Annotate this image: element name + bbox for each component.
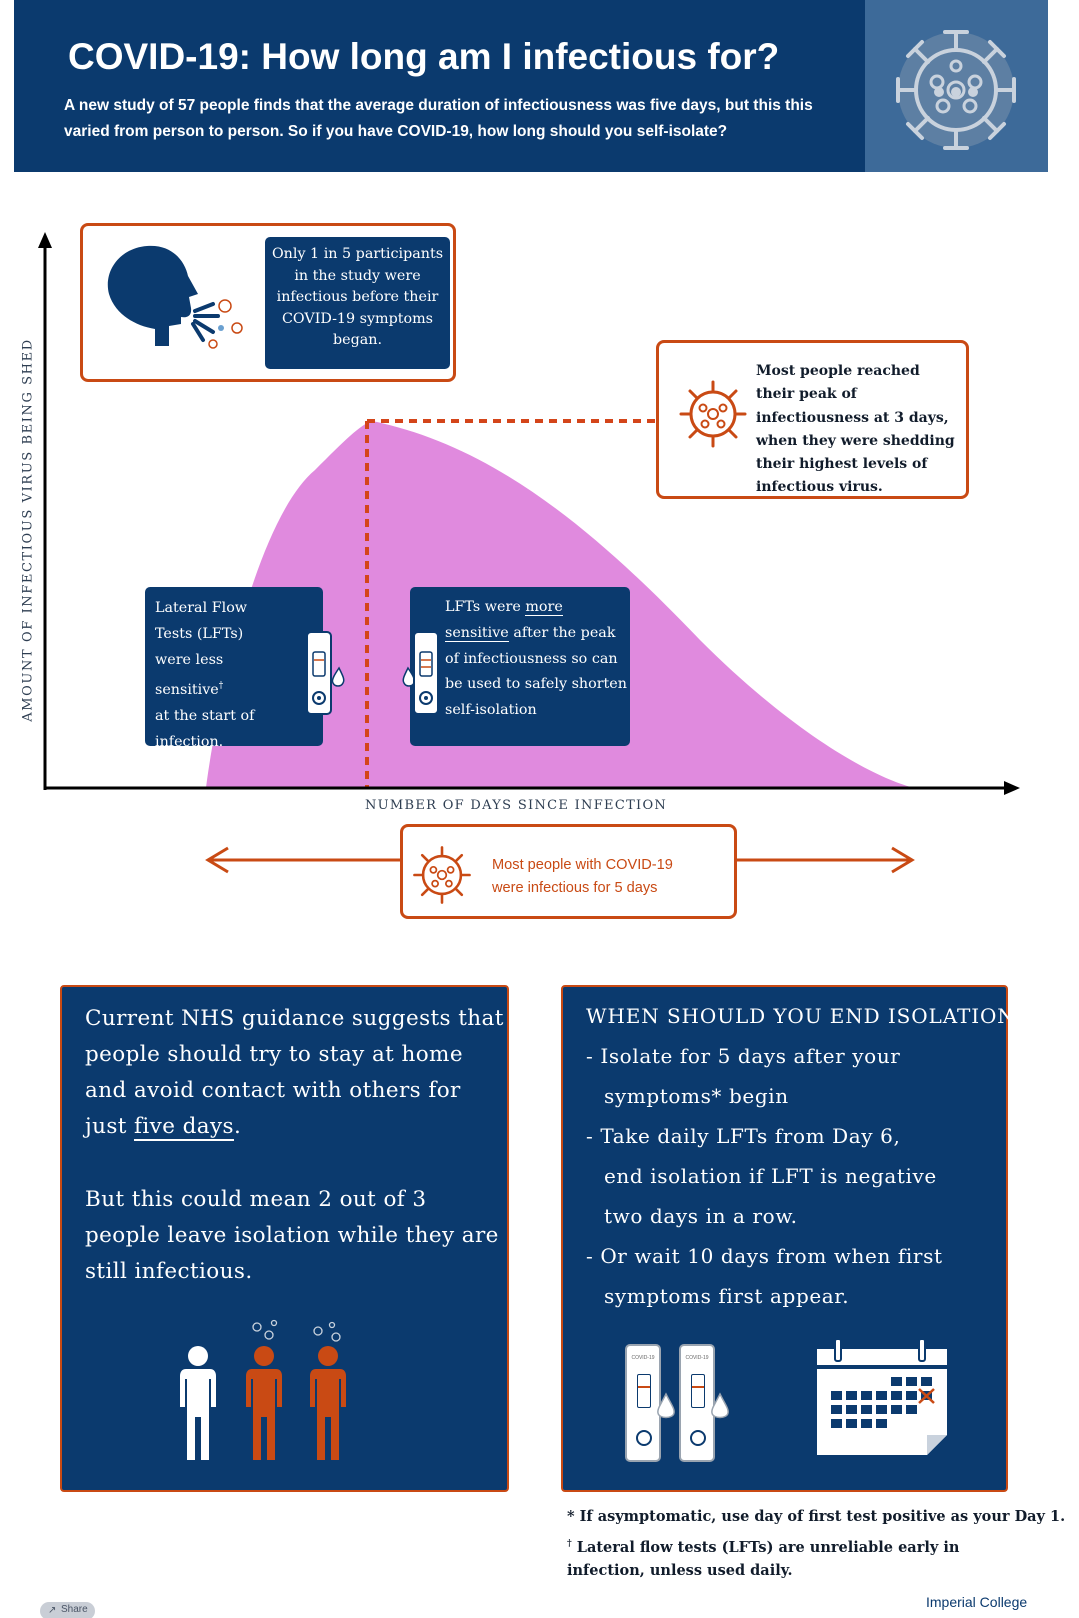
- footnote-lft: † Lateral flow tests (LFTs) are unreliab…: [567, 1538, 960, 1579]
- y-axis-label: AMOUNT OF INFECTIOUS VIRUS BEING SHED: [20, 338, 36, 722]
- callout-five-days-box: Most people with COVID-19 were infectiou…: [400, 824, 737, 919]
- share-icon: ↗: [48, 1605, 57, 1616]
- end-item-2-cont2: two days in a row.: [604, 1204, 798, 1228]
- header-side-panel: [865, 0, 1048, 172]
- virus-icon: [413, 846, 471, 904]
- speaker-head-icon: [107, 245, 243, 349]
- end-isolation-title: WHEN SHOULD YOU END ISOLATION?: [586, 1004, 1028, 1028]
- lft-more-text: LFTs were more sensitive after the peak …: [445, 599, 627, 719]
- page-title: COVID-19: How long am I infectious for?: [68, 36, 780, 77]
- imperial-college-logo: Imperial College: [926, 1594, 1028, 1610]
- nhs-guidance-text: Current NHS guidance suggests that peopl…: [85, 1006, 504, 1141]
- person-icon: [246, 1346, 282, 1460]
- person-icon: [310, 1346, 346, 1460]
- drop-icon: [711, 1392, 729, 1419]
- lft-less-text: Lateral Flow Tests (LFTs) were less sens…: [155, 600, 255, 750]
- lateral-flow-test-icon: [306, 631, 345, 715]
- end-item-3: - Or wait 10 days from when first: [586, 1244, 943, 1268]
- lateral-flow-test-icon: COVID-19: [679, 1344, 715, 1462]
- calendar-icon: [817, 1339, 947, 1455]
- drop-icon: [657, 1392, 675, 1419]
- lateral-flow-test-icon: COVID-19: [625, 1344, 661, 1462]
- people-icons: [180, 1319, 346, 1460]
- virus-icon: [679, 380, 747, 448]
- callout-peak-box: Most people reached their peak of infect…: [656, 340, 969, 499]
- end-item-1-cont: symptoms* begin: [604, 1084, 789, 1108]
- header-virus-icon: [896, 30, 1016, 150]
- callout-one-in-five: Only 1 in 5 participants in the study we…: [265, 237, 450, 369]
- footnote-asymptomatic: * If asymptomatic, use day of first test…: [567, 1508, 1066, 1525]
- end-item-2: - Take daily LFTs from Day 6,: [586, 1124, 901, 1148]
- end-isolation-panel: WHEN SHOULD YOU END ISOLATION? - Isolate…: [561, 985, 1026, 1492]
- nhs-guidance-panel: Current NHS guidance suggests that peopl…: [60, 985, 509, 1492]
- header-banner: COVID-19: How long am I infectious for? …: [14, 0, 865, 172]
- lateral-flow-test-icon: [402, 631, 439, 715]
- end-item-1: - Isolate for 5 days after your: [586, 1044, 901, 1068]
- peak-callout-text: Most people reached their peak of infect…: [756, 363, 955, 496]
- five-days-text: Most people with COVID-19 were infectiou…: [492, 857, 673, 896]
- share-button[interactable]: ↗ Share: [40, 1602, 95, 1618]
- end-item-2-cont: end isolation if LFT is negative: [604, 1164, 937, 1188]
- end-item-3-cont: symptoms first appear.: [604, 1284, 850, 1308]
- callout-lft-more-sensitive: LFTs were more sensitive after the peak …: [402, 587, 630, 746]
- callout-lft-less-sensitive: Lateral Flow Tests (LFTs) were less sens…: [145, 587, 345, 750]
- page-subtitle: A new study of 57 people finds that the …: [64, 97, 813, 140]
- person-icon: [180, 1346, 216, 1460]
- double-arrow-icon: [205, 846, 915, 874]
- x-axis-label: NUMBER OF DAYS SINCE INFECTION: [365, 798, 668, 813]
- nhs-risk-text: But this could mean 2 out of 3 people le…: [85, 1187, 499, 1284]
